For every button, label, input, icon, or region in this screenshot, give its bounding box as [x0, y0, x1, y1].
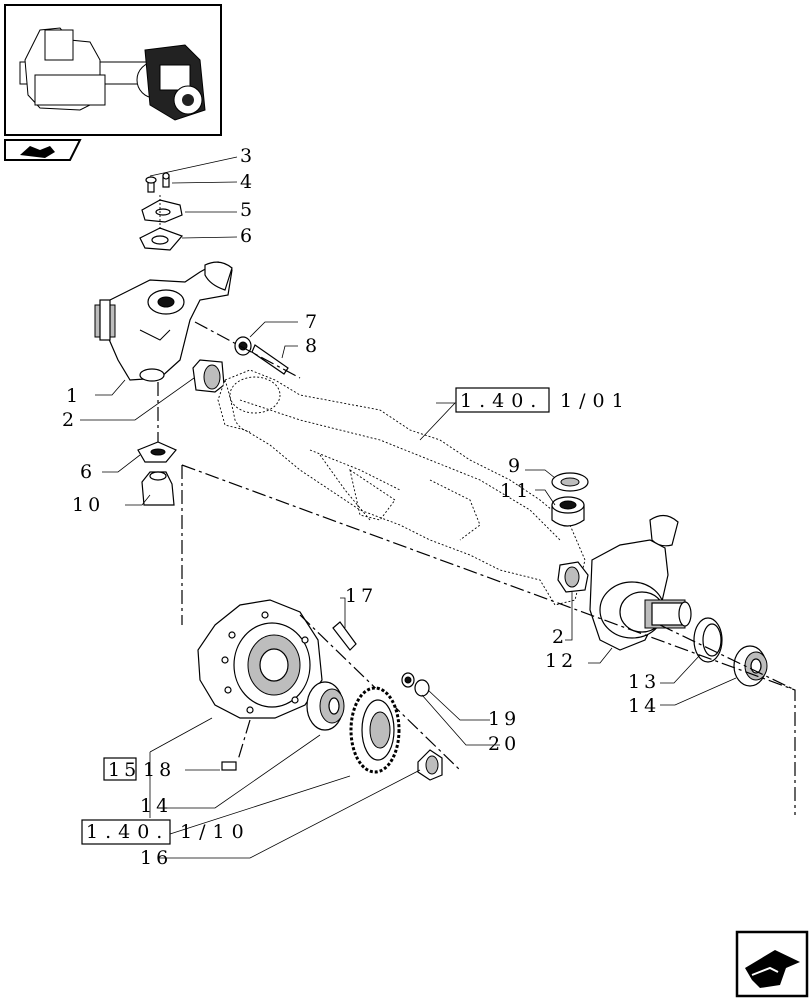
- reference-axle-sheet: 1/01: [560, 390, 631, 412]
- reference-box-15: [103, 757, 137, 781]
- callout-5: 5: [240, 199, 256, 221]
- ring-gear: [349, 686, 401, 774]
- callout-12: 12: [545, 650, 577, 672]
- lower-cap: [137, 441, 177, 506]
- pin-washer: [234, 336, 289, 375]
- axis-line-dowel: [237, 719, 251, 761]
- reference-gear-main: 1.40.: [86, 821, 169, 843]
- callout-20: 20: [488, 733, 520, 755]
- callout-14-right: 14: [628, 695, 660, 717]
- callout-8: 8: [305, 335, 321, 357]
- axle-housing: [217, 369, 586, 606]
- seal-washer-right: [551, 472, 589, 492]
- leader-lines: [80, 156, 737, 859]
- hub-carrier: [197, 599, 323, 719]
- next-page-arrow-icon[interactable]: [735, 930, 809, 998]
- callout-10: 10: [72, 494, 104, 516]
- bushing-right-lower: [557, 561, 589, 593]
- reference-box-gear[interactable]: [81, 819, 171, 845]
- callout-13: 13: [628, 671, 660, 693]
- callout-1: 1: [66, 385, 82, 407]
- washers-19-20: [401, 672, 430, 697]
- bushing-left: [192, 359, 225, 393]
- callout-17: 17: [345, 585, 377, 607]
- steering-knuckle-left: [94, 261, 233, 382]
- seal-ring-right: [693, 617, 723, 663]
- callout-18: 18: [143, 759, 175, 781]
- callout-15: 15: [108, 759, 140, 781]
- pin-stack-top: [139, 172, 184, 251]
- callout-2-right: 2: [552, 626, 568, 648]
- callout-11: 11: [500, 480, 532, 502]
- callout-19: 19: [488, 708, 520, 730]
- previous-page-arrow-icon[interactable]: [4, 139, 82, 161]
- hub-nut: [417, 749, 443, 781]
- callout-16: 16: [140, 847, 172, 869]
- callout-14-left: 14: [140, 795, 172, 817]
- dowel-pin: [221, 761, 237, 771]
- bearing-right: [733, 645, 768, 687]
- assembly-boundary-line: [181, 464, 796, 815]
- callout-7: 7: [305, 311, 321, 333]
- axis-line-hub: [659, 624, 796, 691]
- overview-thumbnail[interactable]: [4, 4, 222, 136]
- axis-line-pin: [194, 321, 301, 379]
- steering-knuckle-right: [589, 514, 692, 651]
- reference-gear-sheet: 1/10: [180, 821, 251, 843]
- callout-4: 4: [240, 171, 256, 193]
- reference-axle-main: 1.40.: [460, 390, 543, 412]
- callout-6-mid: 6: [80, 461, 96, 483]
- callout-9: 9: [508, 455, 524, 477]
- bolt-17: [332, 621, 357, 651]
- reference-box-axle[interactable]: [455, 387, 550, 413]
- callout-2-left: 2: [62, 409, 78, 431]
- bushing-right: [551, 496, 585, 527]
- bearing-left: [306, 681, 345, 731]
- callout-6-top: 6: [240, 225, 256, 247]
- callout-3: 3: [240, 145, 256, 167]
